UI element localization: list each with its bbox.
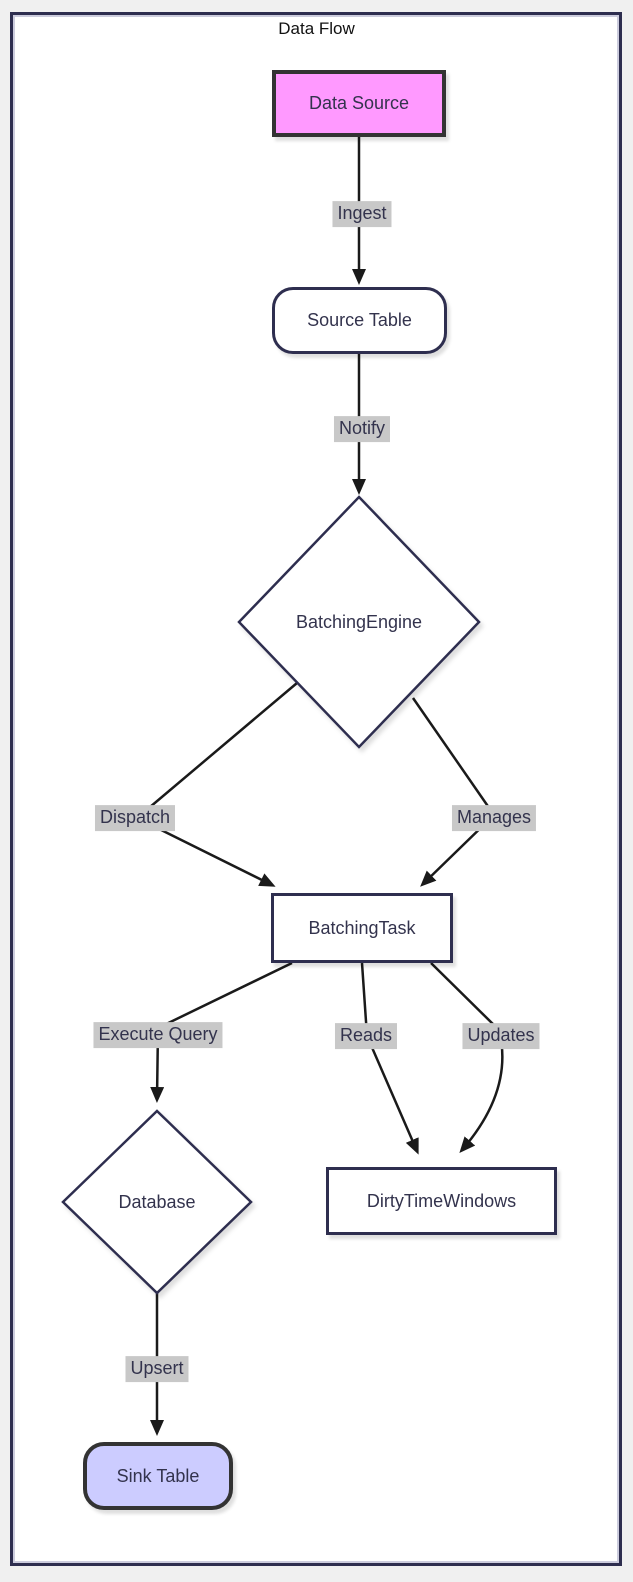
node-sink-table: Sink Table [83, 1442, 233, 1510]
node-source-table-label: Source Table [307, 310, 412, 330]
edge-label-reads: Reads [334, 1023, 398, 1049]
edge-label-updates: Updates [462, 1023, 540, 1049]
diagram-frame [10, 12, 622, 1566]
node-data-source: Data Source [272, 70, 446, 137]
node-source-table: Source Table [272, 287, 447, 354]
node-data-source-label: Data Source [308, 93, 410, 113]
edge-updates [430, 962, 504, 1154]
node-sink-table-label: Sink Table [116, 1465, 200, 1486]
edge-label-manages: Manages [451, 805, 537, 831]
node-database-shape [61, 1109, 253, 1295]
node-database-label: Database [118, 1191, 196, 1212]
edge-label-dispatch: Dispatch [94, 805, 176, 831]
node-dirty-time-windows-label: DirtyTimeWindows [366, 1190, 517, 1211]
edge-label-ingest: Ingest [332, 201, 392, 227]
edge-reads [360, 962, 419, 1155]
edge-label-upsert: Upsert [125, 1356, 189, 1382]
node-dirty-time-windows: DirtyTimeWindows [326, 1167, 557, 1235]
diagram-title: Data Flow [278, 19, 355, 38]
edge-label-notify: Notify [333, 416, 391, 442]
edge-label-execute-query: Execute Query [93, 1022, 223, 1048]
edge-dispatch [134, 682, 298, 887]
edge-manages [411, 697, 496, 887]
node-batching-task: BatchingTask [271, 893, 453, 963]
node-batching-task-label: BatchingTask [308, 917, 416, 938]
node-batching-engine-shape [237, 495, 481, 749]
node-batching-engine-label: BatchingEngine [295, 611, 423, 632]
